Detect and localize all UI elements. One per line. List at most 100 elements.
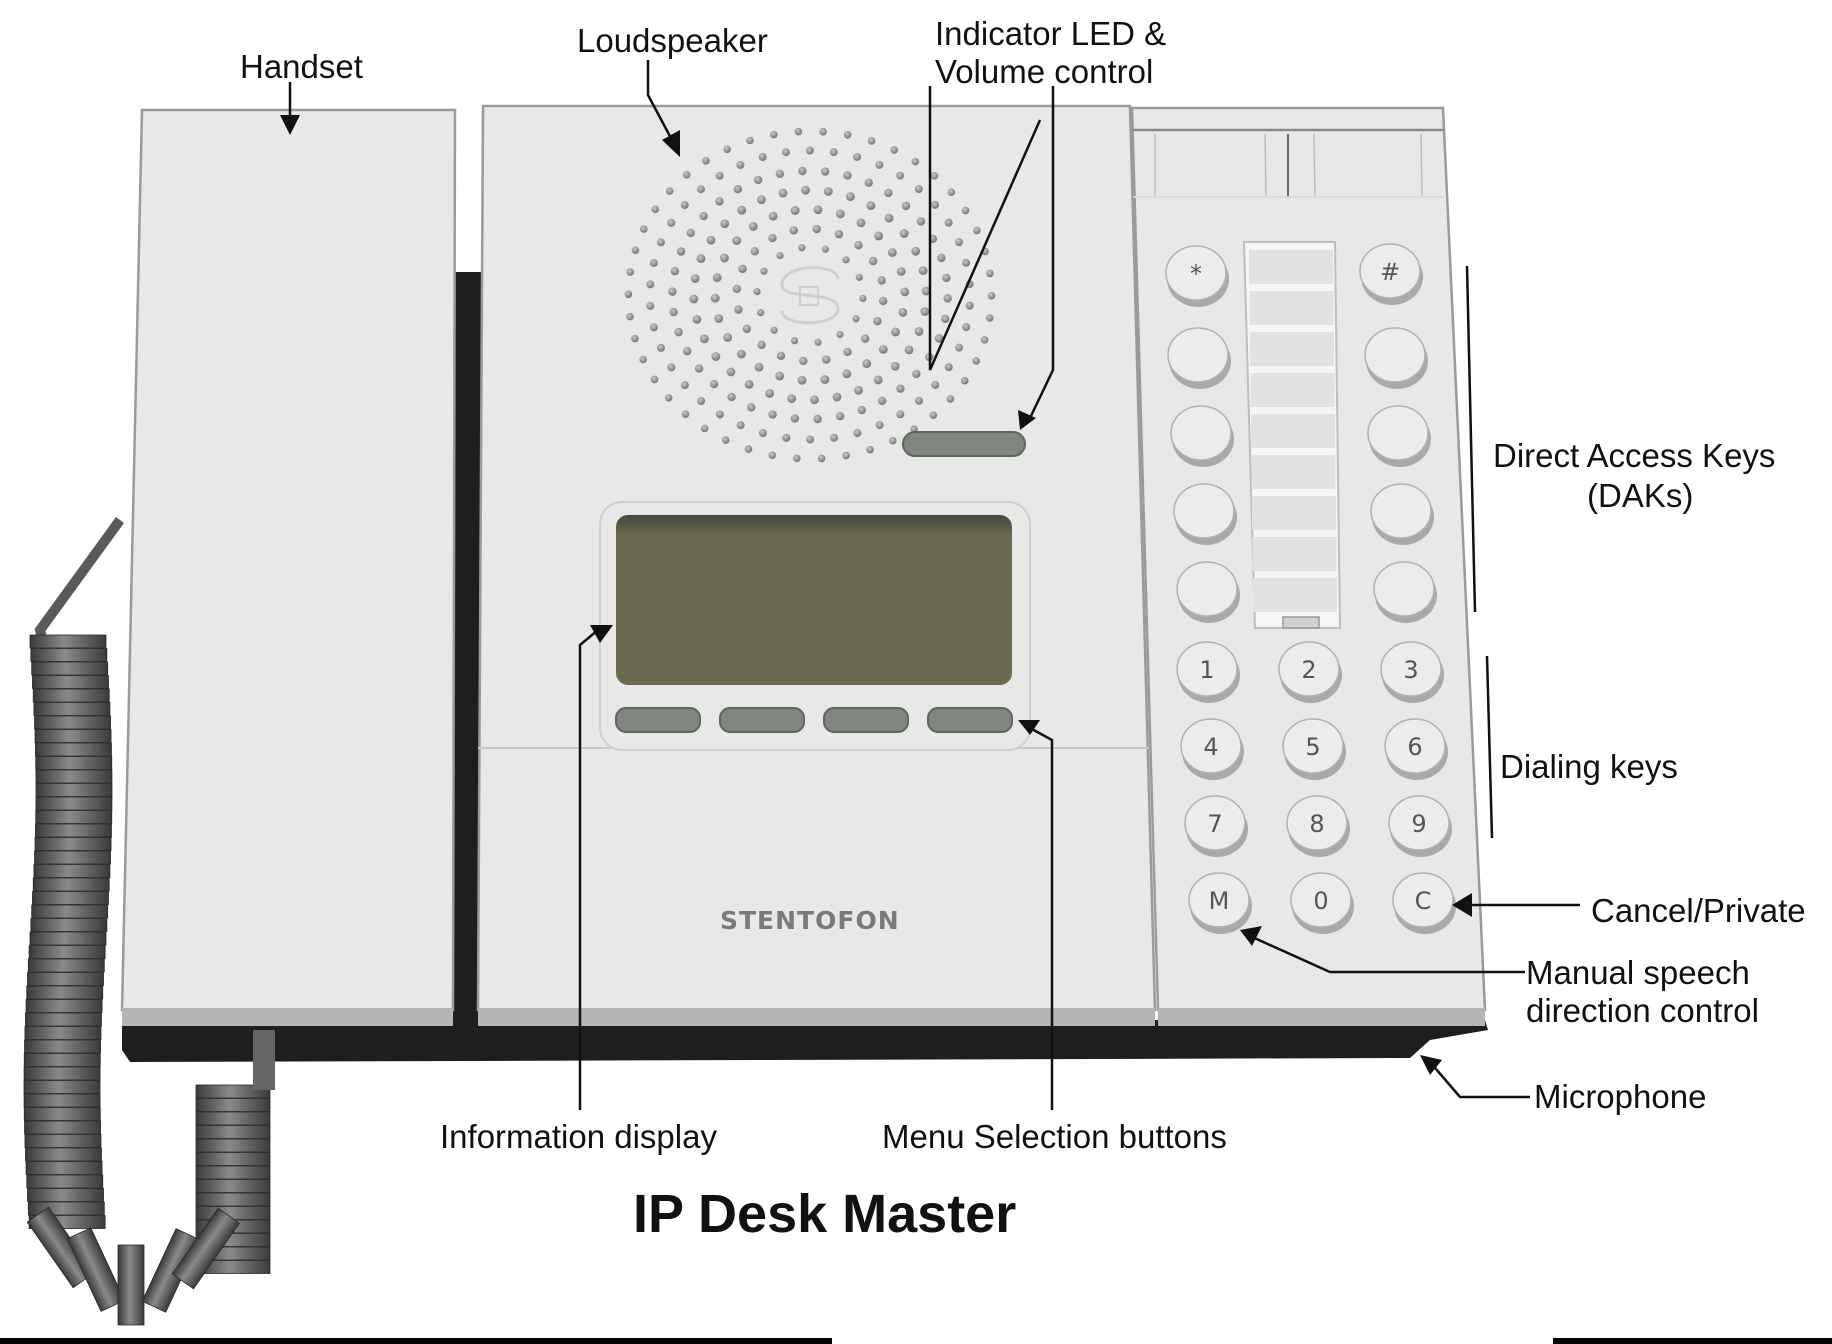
grille-hole [798, 244, 806, 252]
grille-hole [782, 433, 791, 442]
cord-coil [23, 1080, 101, 1094]
grille-hole [768, 410, 777, 419]
cord-coil [33, 702, 111, 716]
grille-hole [793, 454, 801, 463]
key-star[interactable]: * [1165, 245, 1229, 307]
dak-key-right[interactable] [1367, 405, 1431, 467]
grille-hole [665, 187, 674, 195]
grille-hole [631, 334, 639, 343]
grille-hole [626, 268, 635, 276]
grille-hole [987, 291, 996, 300]
grille-hole [934, 334, 944, 343]
grille-hole [921, 286, 931, 296]
dak-label-slot [1253, 578, 1337, 612]
grille-hole [904, 345, 914, 355]
grille-hole [916, 217, 926, 226]
grille-hole [854, 241, 863, 250]
grille-hole [962, 258, 971, 267]
dak-label-slot [1250, 332, 1334, 366]
key-label: 3 [1403, 656, 1418, 684]
grille-hole [667, 218, 676, 227]
grille-hole [843, 347, 852, 357]
grille-hole [680, 381, 689, 390]
menu-selection-button[interactable] [719, 707, 805, 733]
grille-hole [896, 384, 905, 393]
cord-coil [26, 985, 104, 1000]
grille-hole [877, 276, 886, 285]
dial-key-8[interactable]: 8 [1286, 795, 1350, 857]
cord-coil [31, 904, 109, 919]
grille-hole [801, 185, 810, 195]
grille-hole [942, 273, 951, 283]
dial-key-3[interactable]: 3 [1380, 641, 1444, 703]
grille-hole [884, 188, 893, 198]
dak-key-left[interactable] [1170, 405, 1234, 467]
dial-key-1[interactable]: 1 [1176, 641, 1240, 703]
grille-hole [819, 127, 827, 136]
grille-hole [697, 396, 706, 405]
grille-hole [912, 369, 921, 379]
dak-key-right[interactable] [1373, 561, 1437, 623]
grille-hole [715, 410, 724, 419]
cord-coil [35, 810, 113, 824]
grille-hole [806, 435, 815, 444]
grille-hole [853, 152, 862, 161]
grille-hole [829, 148, 838, 157]
dak-key-right[interactable] [1364, 327, 1428, 389]
dak-label-slot [1251, 455, 1336, 489]
grille-hole [962, 323, 971, 332]
dial-key-4[interactable]: 4 [1180, 718, 1244, 780]
grille-hole [884, 213, 894, 223]
cord-coil [28, 945, 106, 959]
grille-hole [835, 209, 845, 219]
grille-hole [649, 258, 658, 267]
grille-hole [973, 226, 981, 235]
grille-hole [721, 436, 730, 444]
cord-coil [117, 1244, 145, 1326]
grille-hole [890, 146, 899, 154]
dial-key-c[interactable]: C [1392, 872, 1456, 934]
dak-key-left[interactable] [1167, 327, 1231, 389]
dak-key-left[interactable] [1173, 483, 1237, 545]
grille-hole [746, 136, 754, 145]
grille-hole [757, 340, 766, 349]
key-hash[interactable]: # [1359, 243, 1423, 305]
grille-hole [889, 436, 897, 445]
grille-hole [918, 266, 928, 276]
grille-hole [649, 323, 658, 332]
menu-selection-button[interactable] [615, 707, 701, 733]
grille-hole [733, 185, 743, 194]
dial-key-0[interactable]: 0 [1290, 872, 1354, 934]
dak-key-left[interactable] [1176, 561, 1240, 623]
dial-key-5[interactable]: 5 [1282, 718, 1346, 780]
cord-coil [29, 931, 107, 946]
dial-key-7[interactable]: 7 [1184, 795, 1248, 857]
grille-hole [842, 369, 852, 379]
grille-hole [944, 363, 953, 372]
grille-hole [770, 130, 778, 139]
grille-hole [696, 185, 705, 194]
menu-selection-button[interactable] [823, 707, 909, 733]
dial-key-9[interactable]: 9 [1388, 795, 1452, 857]
dial-key-6[interactable]: 6 [1384, 718, 1448, 780]
grille-hole [689, 294, 699, 304]
dak-key-right[interactable] [1370, 483, 1434, 545]
indicator-led-volume-control[interactable] [902, 431, 1026, 457]
cord-coil [23, 1107, 101, 1121]
key-label: 6 [1407, 733, 1422, 761]
cord-coil [35, 823, 112, 838]
grille-hole [765, 388, 775, 398]
grille-hole [656, 238, 665, 247]
grille-hole [985, 314, 994, 322]
dial-key-2[interactable]: 2 [1278, 641, 1342, 703]
grille-hole [778, 188, 788, 198]
cord-coil [23, 1093, 101, 1108]
cord-coil [34, 715, 111, 730]
menu-selection-button[interactable] [927, 707, 1013, 733]
handset[interactable] [120, 108, 457, 1026]
dial-key-m[interactable]: M [1188, 872, 1252, 934]
grille-hole [901, 201, 911, 211]
grille-hole [676, 247, 686, 256]
grille-hole [820, 375, 830, 384]
